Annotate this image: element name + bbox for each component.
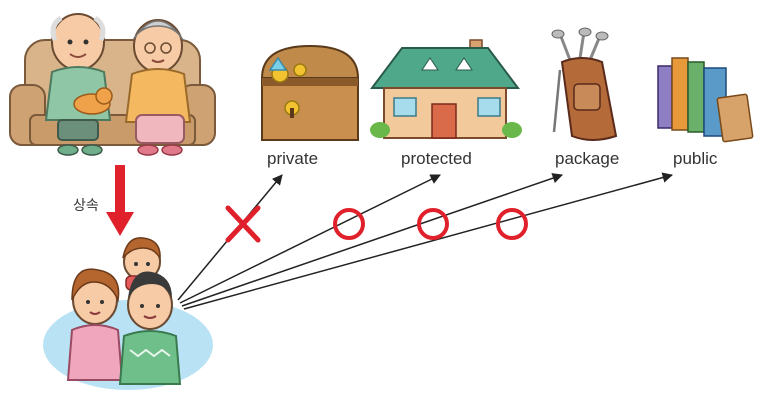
label-package: package [555, 149, 619, 168]
inheritance-arrow [106, 165, 134, 236]
arrow-to-protected [179, 174, 441, 304]
golf-bag-icon [551, 27, 618, 141]
grandparents-illustration [9, 13, 216, 156]
house-icon [370, 39, 522, 139]
child-family-illustration [43, 237, 213, 390]
books-icon [657, 57, 754, 143]
inheritance-label: 상속 [73, 198, 99, 214]
treasure-chest-icon [260, 44, 360, 141]
label-private: private [267, 149, 318, 168]
access-arrows [177, 172, 674, 310]
arrow-to-package [181, 173, 563, 307]
allowed-mark-package [417, 208, 449, 240]
allowed-mark-protected [333, 208, 365, 240]
label-public: public [673, 149, 718, 168]
arrow-to-public [183, 172, 674, 310]
allowed-mark-public [496, 208, 528, 240]
label-protected: protected [401, 149, 472, 168]
denied-mark-private [225, 205, 261, 243]
